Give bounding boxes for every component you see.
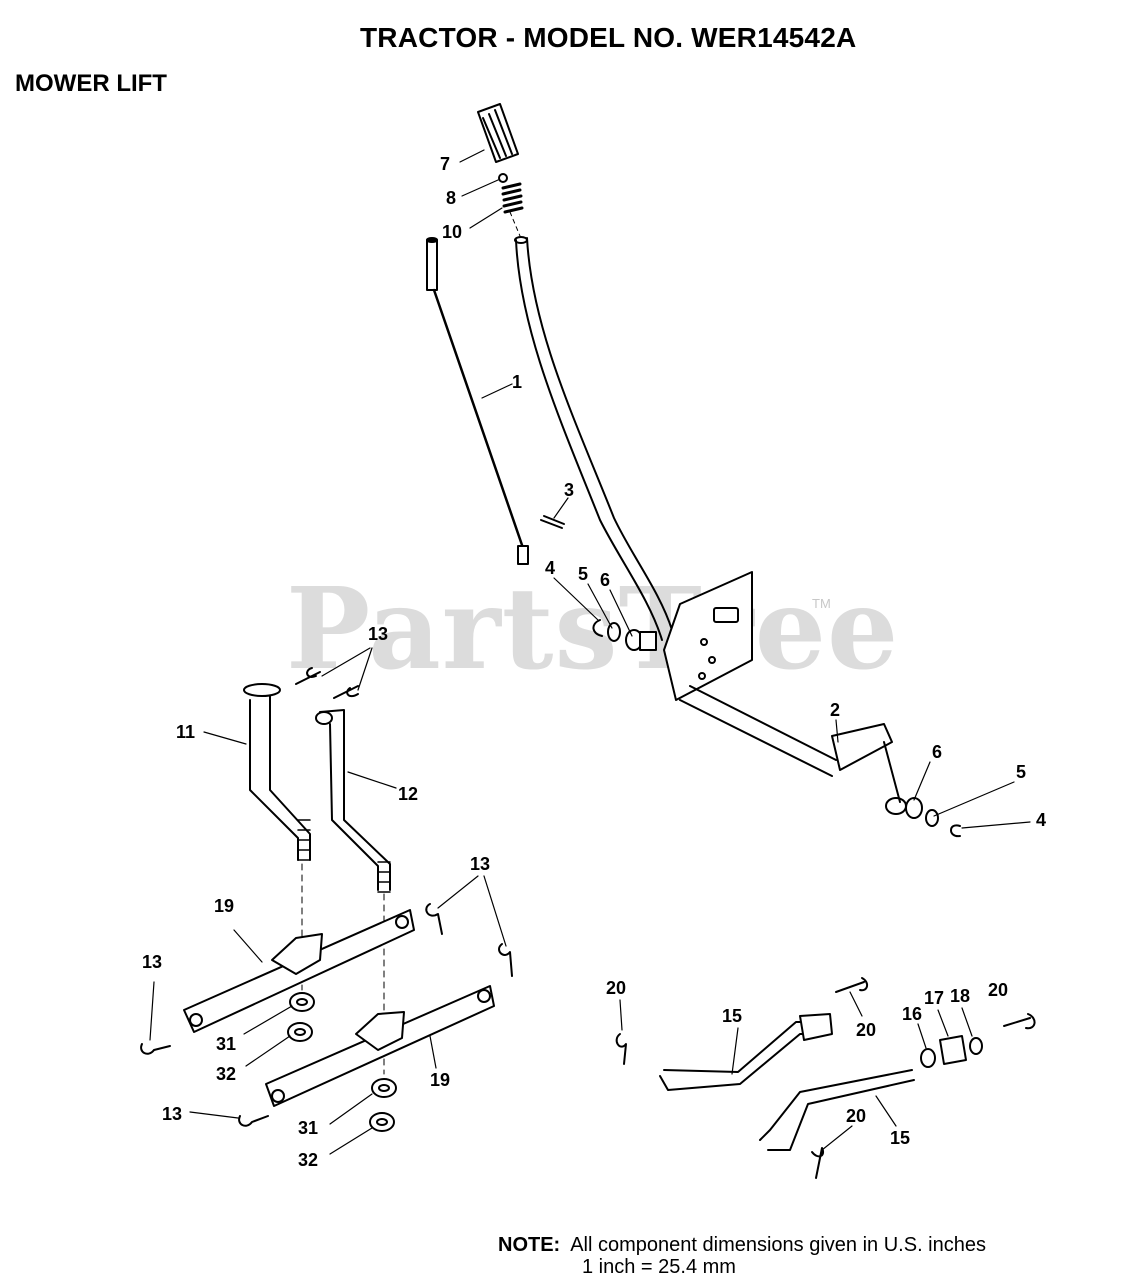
callout-31: 31 bbox=[216, 1034, 236, 1054]
callout-5: 5 bbox=[1016, 762, 1026, 782]
right-shaft-hardware[interactable] bbox=[905, 797, 961, 838]
deck-rod-upper[interactable] bbox=[659, 1013, 833, 1091]
callout-13: 13 bbox=[162, 1104, 182, 1124]
callout-8: 8 bbox=[446, 188, 456, 208]
callout-10: 10 bbox=[442, 222, 462, 242]
cotter-pin[interactable] bbox=[238, 1115, 269, 1127]
callout-32: 32 bbox=[298, 1150, 318, 1170]
callout-1: 1 bbox=[512, 372, 522, 392]
handle-grip[interactable] bbox=[477, 103, 519, 163]
ball[interactable] bbox=[498, 173, 508, 183]
left-shaft-hardware[interactable] bbox=[592, 619, 657, 651]
callout-6: 6 bbox=[932, 742, 942, 762]
note-line-1: All component dimensions given in U.S. i… bbox=[570, 1234, 986, 1256]
callout-15: 15 bbox=[890, 1128, 910, 1148]
note-line-2: 1 inch = 25.4 mm bbox=[582, 1256, 736, 1278]
callout-13: 13 bbox=[142, 952, 162, 972]
lift-link-11[interactable] bbox=[243, 683, 311, 861]
callout-16: 16 bbox=[902, 1004, 922, 1024]
callout-20: 20 bbox=[856, 1020, 876, 1040]
callout-12: 12 bbox=[398, 784, 418, 804]
bushing-lower[interactable] bbox=[371, 1078, 397, 1098]
hairpin-clip[interactable] bbox=[811, 1147, 824, 1179]
callout-13: 13 bbox=[368, 624, 388, 644]
callout-18: 18 bbox=[950, 986, 970, 1006]
trunnion-block[interactable] bbox=[939, 1035, 967, 1065]
cotter-pin[interactable] bbox=[425, 903, 443, 935]
callout-2: 2 bbox=[830, 700, 840, 720]
lift-link-12[interactable] bbox=[315, 709, 391, 893]
cotter-pin[interactable] bbox=[498, 943, 513, 977]
callout-20: 20 bbox=[846, 1106, 866, 1126]
callout-5: 5 bbox=[578, 564, 588, 584]
spring[interactable] bbox=[501, 182, 524, 214]
nut-upper[interactable] bbox=[287, 1022, 313, 1042]
callout-20: 20 bbox=[606, 978, 626, 998]
lift-arm-lower[interactable] bbox=[265, 985, 495, 1107]
callout-15: 15 bbox=[722, 1006, 742, 1026]
hairpin-clip[interactable] bbox=[615, 1033, 627, 1065]
nut-lower[interactable] bbox=[369, 1112, 395, 1132]
bushing-upper[interactable] bbox=[289, 992, 315, 1012]
lift-rod[interactable] bbox=[426, 237, 529, 565]
callout-19: 19 bbox=[430, 1070, 450, 1090]
callout-11: 11 bbox=[176, 722, 195, 742]
pin[interactable] bbox=[540, 515, 565, 529]
callout-3: 3 bbox=[564, 480, 574, 500]
trademark-mark: TM bbox=[812, 596, 831, 611]
spring-washer[interactable] bbox=[969, 1037, 983, 1055]
callout-19: 19 bbox=[214, 896, 234, 916]
lift-handle[interactable] bbox=[514, 236, 673, 641]
dimension-note: NOTE: All component dimensions given in U… bbox=[498, 1234, 986, 1278]
callout-13: 13 bbox=[470, 854, 490, 874]
callout-6: 6 bbox=[600, 570, 610, 590]
section-title: MOWER LIFT bbox=[15, 70, 167, 97]
callout-4: 4 bbox=[1036, 810, 1046, 830]
callout-17: 17 bbox=[924, 988, 944, 1008]
callout-7: 7 bbox=[440, 154, 450, 174]
lift-shaft-assembly[interactable] bbox=[663, 571, 907, 815]
cotter-pin[interactable] bbox=[333, 685, 359, 699]
page-title: TRACTOR - MODEL NO. WER14542A bbox=[360, 22, 857, 53]
cotter-pin[interactable] bbox=[295, 667, 321, 685]
callout-4: 4 bbox=[545, 558, 555, 578]
callout-20: 20 bbox=[988, 980, 1008, 1000]
cotter-pin[interactable] bbox=[140, 1043, 171, 1055]
hairpin-clip[interactable] bbox=[835, 977, 868, 993]
deck-rod-lower[interactable] bbox=[759, 1069, 915, 1151]
callout-31: 31 bbox=[298, 1118, 318, 1138]
hairpin-clip[interactable] bbox=[1003, 1013, 1036, 1030]
note-label: NOTE: bbox=[498, 1234, 561, 1256]
washer[interactable] bbox=[920, 1048, 936, 1068]
callout-32: 32 bbox=[216, 1064, 236, 1084]
lift-arm-upper[interactable] bbox=[183, 909, 415, 1033]
